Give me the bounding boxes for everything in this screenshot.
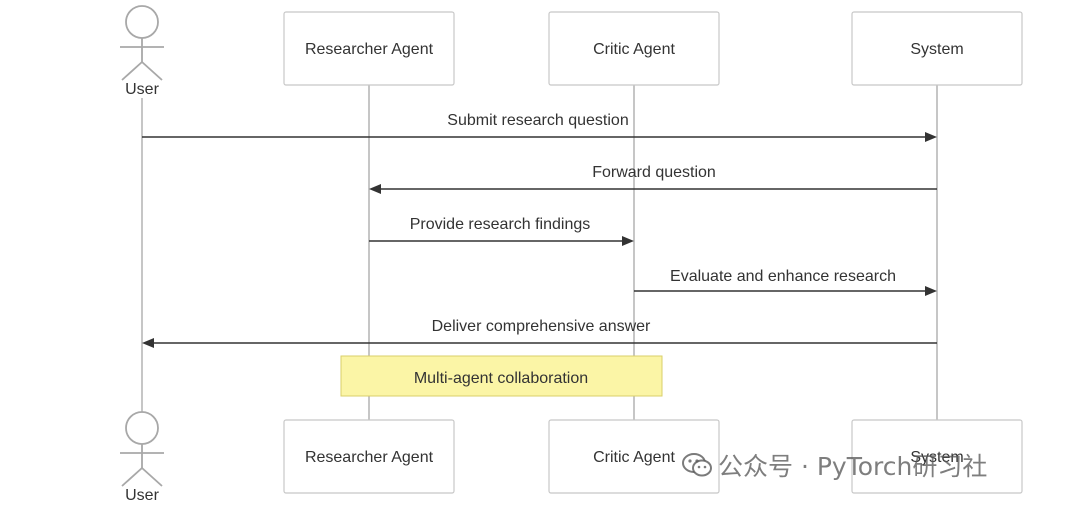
user-actor-top-label: User bbox=[125, 81, 159, 98]
message-1-label: Submit research question bbox=[447, 112, 628, 129]
researcher-label-bottom: Researcher Agent bbox=[305, 449, 434, 466]
user-actor-top-icon bbox=[120, 5, 164, 81]
watermark-text: 公众号 · PyTorch研习社 bbox=[718, 452, 988, 481]
researcher-label-top: Researcher Agent bbox=[305, 41, 434, 58]
message-4-label: Evaluate and enhance research bbox=[670, 268, 896, 285]
system-label-top: System bbox=[910, 41, 963, 58]
watermark: 公众号 · PyTorch研习社 bbox=[682, 447, 987, 483]
system-box-bottom bbox=[851, 419, 1023, 494]
system-label-bottom: System bbox=[910, 449, 963, 466]
wechat-icon bbox=[682, 453, 712, 477]
message-2-label: Forward question bbox=[592, 164, 716, 181]
critic-label-top: Critic Agent bbox=[593, 41, 675, 58]
researcher-box-top bbox=[283, 11, 455, 86]
message-1: Submit research question bbox=[142, 112, 937, 142]
researcher-box-bottom bbox=[283, 419, 455, 494]
message-5: Deliver comprehensive answer bbox=[142, 318, 937, 348]
user-actor-bottom-icon bbox=[120, 411, 164, 487]
message-2: Forward question bbox=[369, 164, 937, 194]
message-4: Evaluate and enhance research bbox=[634, 268, 937, 296]
collaboration-note-label: Multi-agent collaboration bbox=[414, 370, 588, 387]
message-3: Provide research findings bbox=[369, 216, 634, 246]
message-5-label: Deliver comprehensive answer bbox=[432, 318, 651, 335]
critic-box-top bbox=[548, 11, 720, 86]
system-box-top bbox=[851, 11, 1023, 86]
user-actor-bottom-label: User bbox=[125, 487, 159, 504]
message-3-label: Provide research findings bbox=[410, 216, 591, 233]
critic-label-bottom: Critic Agent bbox=[593, 449, 675, 466]
critic-box-bottom bbox=[548, 419, 720, 494]
collaboration-note bbox=[340, 355, 663, 397]
